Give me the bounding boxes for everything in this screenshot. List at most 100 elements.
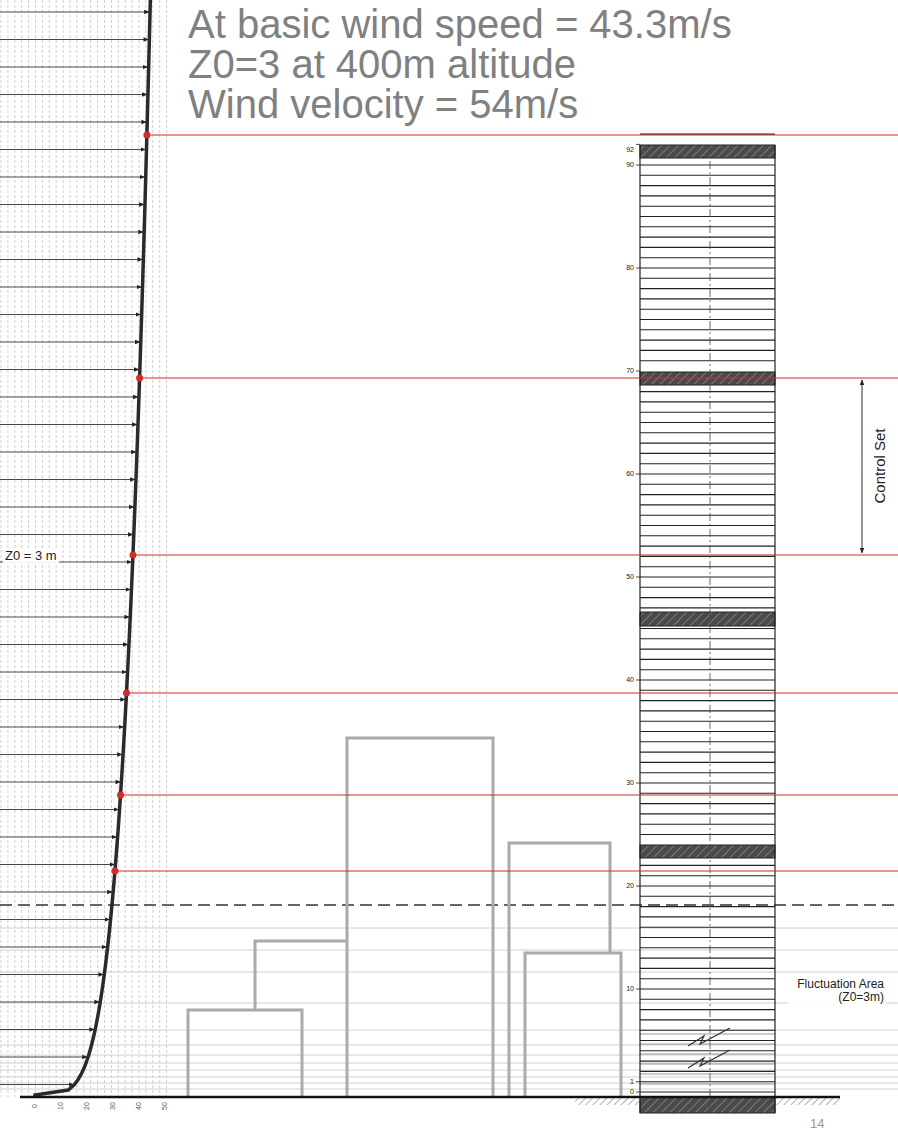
floor-line	[640, 834, 775, 835]
floor-line	[640, 525, 775, 526]
floor-line	[640, 638, 775, 639]
control-set-bracket	[862, 380, 863, 553]
wind-arrow	[0, 204, 144, 205]
floor-line	[640, 494, 775, 495]
grid-line	[159, 0, 160, 1097]
floor-number: 92	[626, 146, 634, 154]
tower-edge	[774, 145, 775, 1113]
floor-line	[640, 968, 775, 969]
wind-arrow	[0, 177, 145, 178]
profile-label: Z0 = 3 m	[3, 549, 59, 563]
grid-line	[1, 0, 2, 1097]
wind-arrow	[0, 644, 128, 645]
reference-dot	[117, 792, 124, 799]
surrounding-buildings	[188, 738, 621, 1097]
floor-line	[640, 813, 775, 814]
axis-tick: 50	[161, 1102, 169, 1110]
reference-levels	[111, 132, 898, 875]
heading-line: Z0=3 at 400m altitude	[188, 42, 576, 86]
building-outline	[255, 941, 348, 1010]
zone-line	[0, 1077, 898, 1078]
wind-arrow	[0, 1084, 73, 1085]
floor-line	[640, 1050, 775, 1051]
tower-edge	[639, 145, 640, 1113]
floor-line	[640, 885, 775, 886]
floor-line	[640, 1064, 775, 1065]
tower-centerline	[710, 145, 711, 1113]
floor-line	[640, 360, 775, 361]
reference-dot	[111, 868, 118, 875]
floor-line	[640, 1081, 775, 1082]
floor-line	[640, 1084, 775, 1085]
floor-line	[640, 566, 775, 567]
floor-line	[640, 546, 775, 547]
floor-line	[640, 319, 775, 320]
floor-line	[640, 535, 775, 536]
floor-line	[640, 649, 775, 650]
wind-arrow	[0, 232, 143, 233]
axis-tick: 10	[57, 1102, 65, 1110]
wind-arrow	[0, 94, 147, 95]
floor-line	[640, 504, 775, 505]
floor-line	[640, 927, 775, 928]
floor-tick	[636, 268, 640, 269]
wind-arrow	[0, 534, 133, 535]
grid-line	[97, 0, 98, 1097]
reference-dot	[136, 375, 143, 382]
wind-arrow	[0, 864, 114, 865]
floor-number: 1	[630, 1078, 634, 1086]
axis-tick: 40	[135, 1102, 143, 1110]
zone-line	[0, 1003, 898, 1004]
floor-tick	[636, 783, 640, 784]
tower-section	[636, 134, 775, 1113]
floor-line	[640, 206, 775, 207]
grid-line	[111, 0, 112, 1097]
floor-line	[640, 690, 775, 691]
profile-grid	[0, 0, 898, 1097]
floor-line	[640, 793, 775, 794]
floor-number: 40	[626, 676, 634, 684]
floor-line	[640, 350, 775, 351]
floor-line	[640, 329, 775, 330]
mechanical-floor	[640, 612, 775, 626]
floor-line	[640, 875, 775, 876]
floor-line	[640, 865, 775, 866]
floor-number: 70	[626, 367, 634, 375]
wind-arrow	[0, 919, 110, 920]
mechanical-floor	[640, 845, 775, 858]
floor-line	[640, 721, 775, 722]
floor-line	[640, 484, 775, 485]
floor-line	[640, 309, 775, 310]
floor-line	[640, 257, 775, 258]
floor-line	[640, 731, 775, 732]
floor-line	[640, 432, 775, 433]
wind-arrow	[0, 947, 107, 948]
floor-line	[640, 267, 775, 268]
floor-line	[640, 741, 775, 742]
wind-arrow	[0, 342, 140, 343]
floor-line	[640, 576, 775, 577]
floor-tick	[636, 1092, 640, 1093]
floor-line	[640, 947, 775, 948]
floor-line	[640, 710, 775, 711]
heading-line: At basic wind speed = 43.3m/s	[188, 2, 732, 46]
zone-line	[0, 928, 898, 929]
zone-label: Fluctuation Area (Z0=3m)	[788, 978, 886, 1004]
floor-tick	[636, 1081, 640, 1082]
wind-arrow	[0, 1029, 94, 1030]
floor-line	[640, 195, 775, 196]
floor-line	[640, 916, 775, 917]
zone-line	[0, 1045, 898, 1046]
reference-line	[115, 870, 898, 871]
floor-number: 10	[626, 985, 634, 993]
wind-arrow	[0, 1002, 99, 1003]
floor-line	[640, 463, 775, 464]
wind-arrow	[0, 782, 120, 783]
floor-tick	[636, 989, 640, 990]
floor-line	[640, 958, 775, 959]
floor-tick	[636, 577, 640, 578]
floor-tick	[636, 474, 640, 475]
floor-line	[640, 999, 775, 1000]
axis-tick: 20	[83, 1102, 91, 1110]
